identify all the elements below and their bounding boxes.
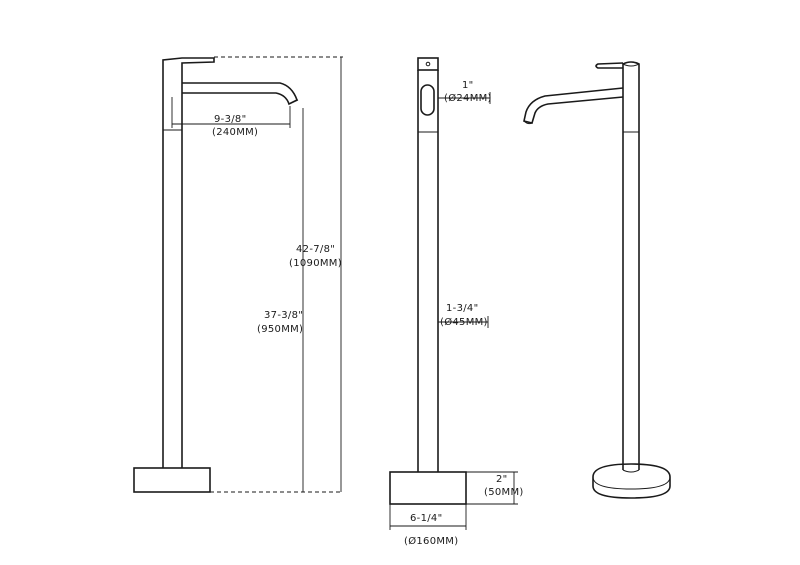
spout-reach-metric: (240MM) (212, 127, 258, 138)
overall-height-imperial: 42-7/8" (296, 244, 335, 255)
front-view-spout-outlet (420, 84, 435, 116)
column-dia-metric: (Ø45MM) (440, 316, 488, 328)
spout-height-metric: (950MM) (257, 324, 303, 335)
base-height-metric: (50MM) (484, 487, 524, 498)
perspective-view (523, 61, 671, 499)
front-view-base (389, 471, 467, 505)
overall-height-metric: (1090MM) (289, 258, 342, 269)
side-view-base (133, 467, 211, 493)
column-dia-imperial: 1-3/4" (446, 303, 478, 314)
handle-dia-metric: (Ø24MM) (444, 92, 492, 104)
base-dia-metric: (Ø160MM) (404, 535, 458, 547)
side-view-handle (162, 57, 215, 70)
side-view: 9-3/8" (240MM) 42-7/8" (1090MM) 37-3/8" … (133, 56, 343, 493)
spout-reach-imperial: 9-3/8" (214, 114, 246, 125)
perspective-spout (523, 87, 624, 124)
base-height-imperial: 2" (496, 474, 508, 485)
base-dia-imperial: 6-1/4" (410, 513, 442, 524)
perspective-handle (595, 62, 624, 69)
side-view-spout (182, 82, 298, 106)
handle-dia-imperial: 1" (462, 80, 474, 91)
perspective-base (592, 463, 671, 499)
spout-height-imperial: 37-3/8" (264, 310, 303, 321)
front-view: 1" (Ø24MM) 1-3/4" (Ø45MM) 2" (50MM) 6-1/… (389, 57, 524, 547)
